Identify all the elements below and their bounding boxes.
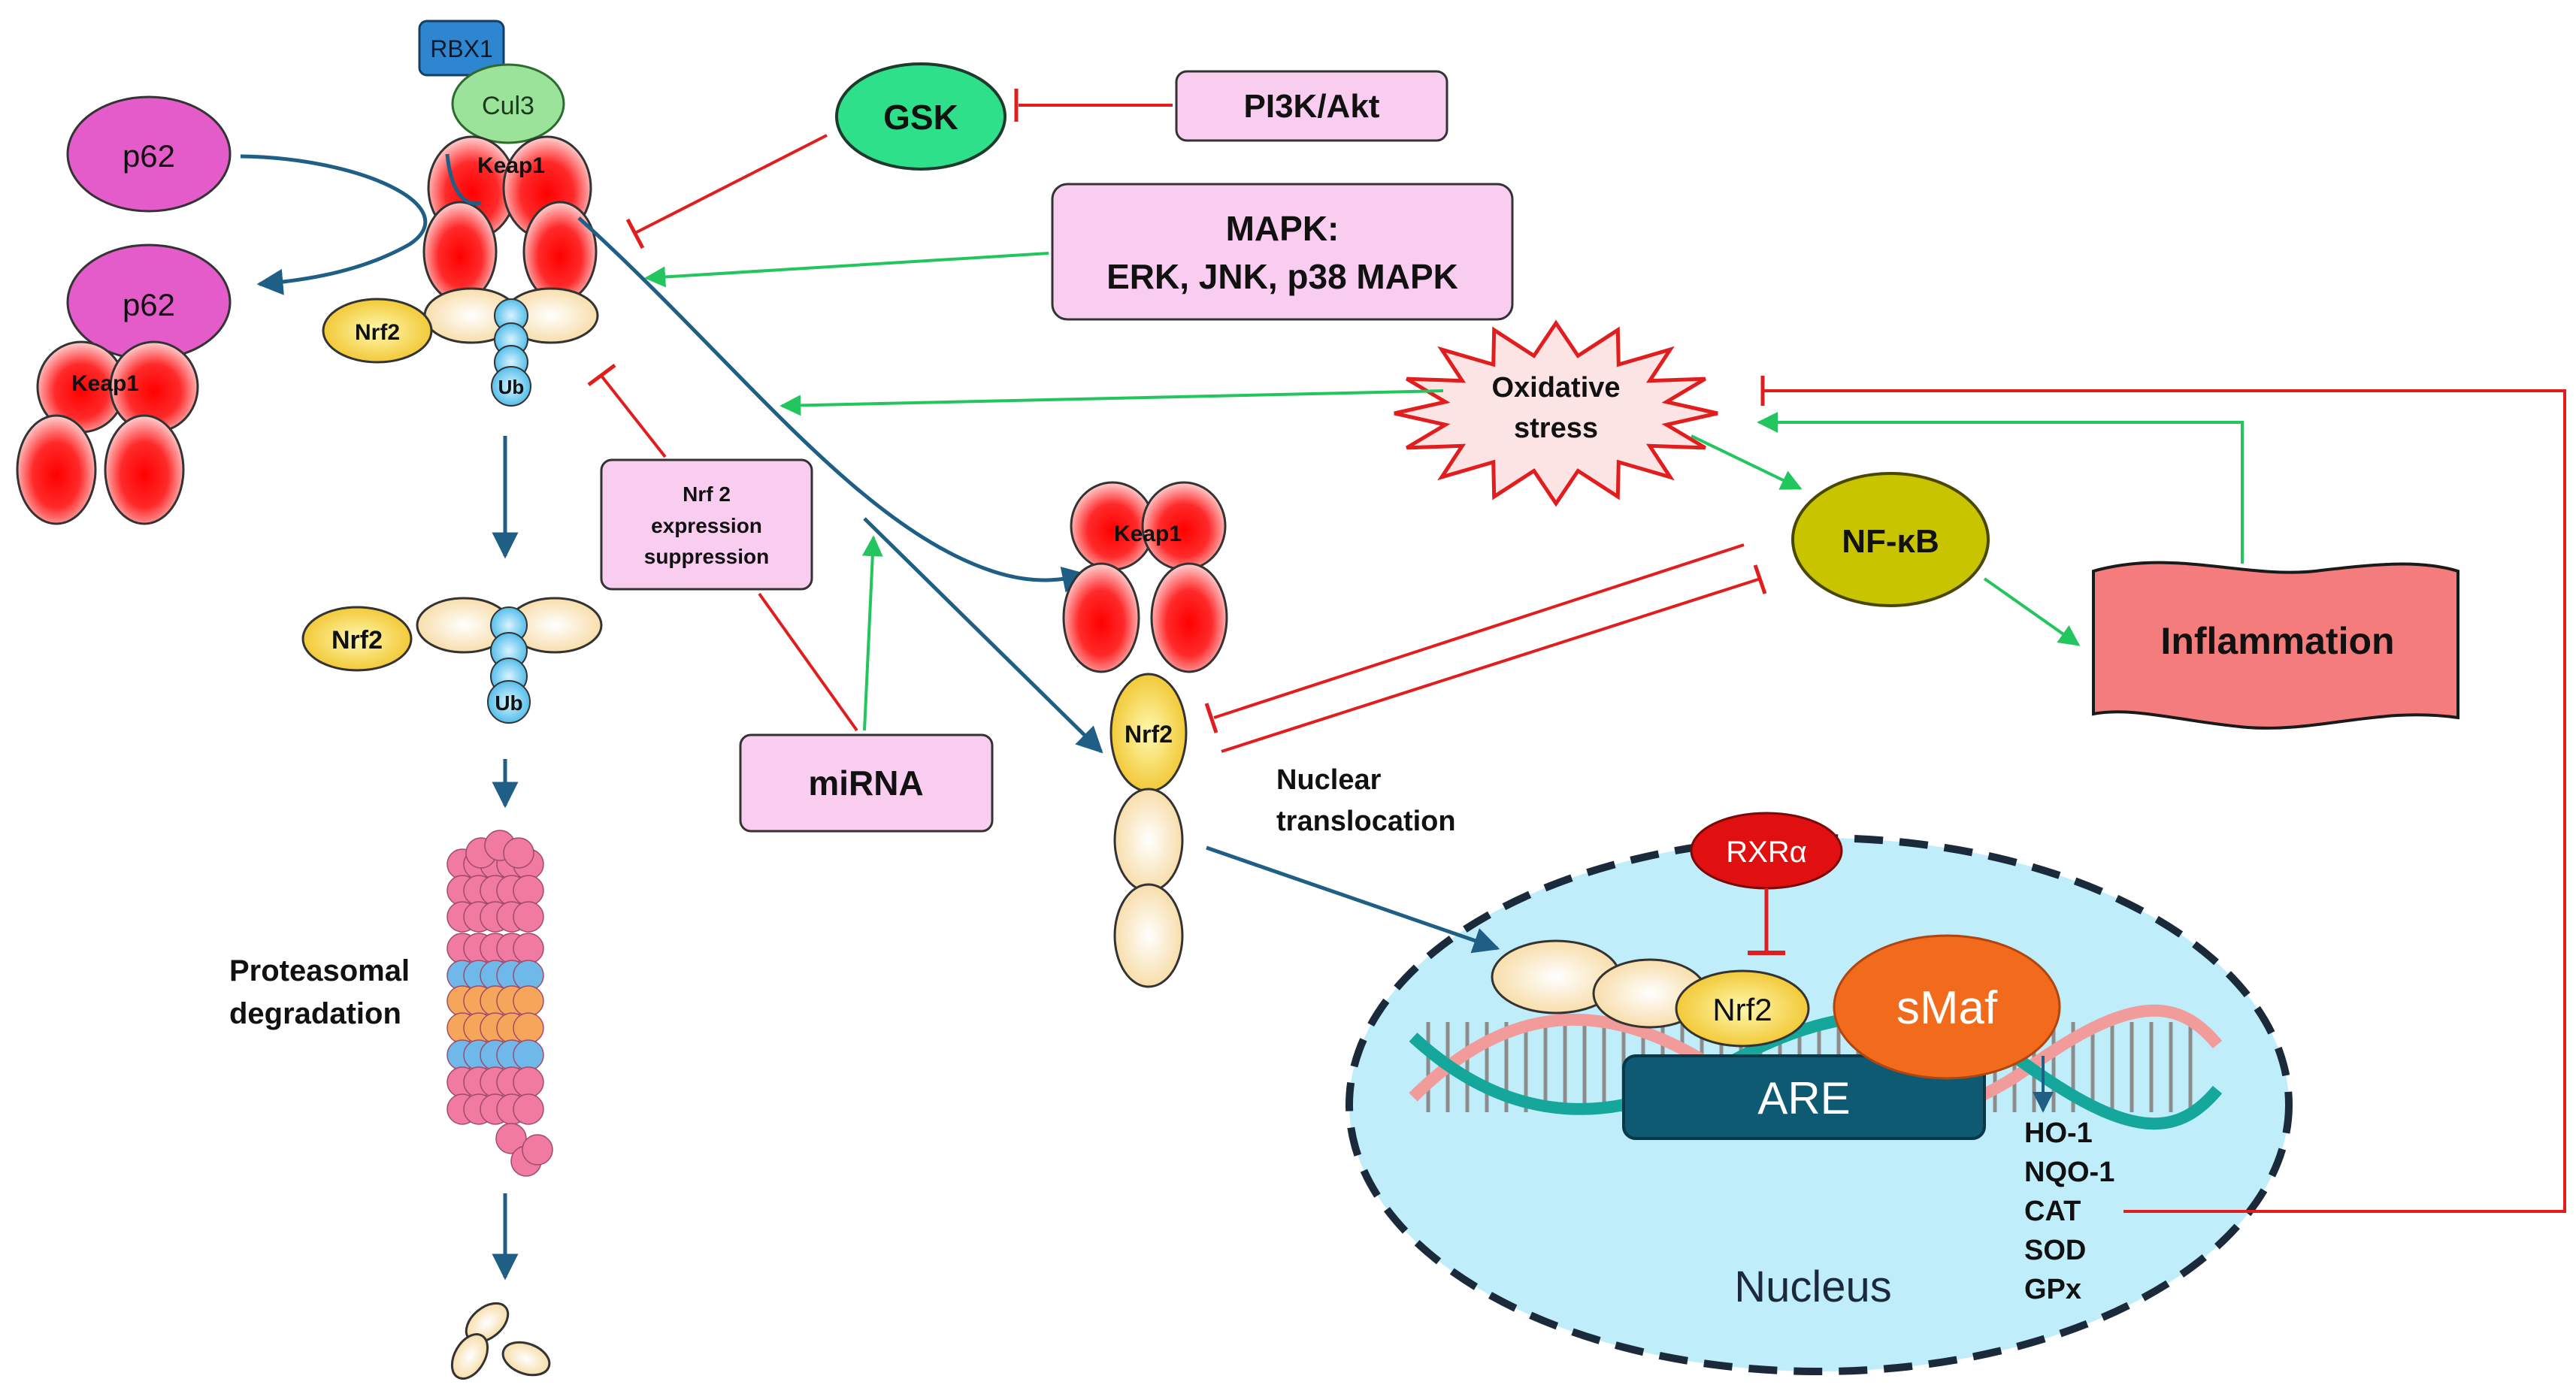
cul3-node: [451, 63, 565, 144]
nrf2-translocating-label: Nrf2: [1125, 721, 1173, 748]
proteasomal-label-line1: Proteasomal: [229, 954, 410, 987]
mirna-to-suppression-line: [758, 592, 858, 732]
rxra-label: RXRα: [1726, 836, 1807, 869]
suppression-line2: expression: [651, 514, 762, 537]
p62-sequestration-arrow: [240, 154, 428, 295]
gene-ho1: HO-1: [2024, 1117, 2093, 1149]
ub-chain-bound: [491, 298, 531, 407]
gsk-label: GSK: [883, 98, 958, 137]
nfkb-inhibits-nrf2-bar: [1204, 703, 1218, 733]
nrf2-free-node: [301, 606, 413, 672]
inflammation-label: Inflammation: [2160, 620, 2394, 662]
are-label: ARE: [1757, 1073, 1850, 1123]
proteasome-subunit: [513, 901, 544, 933]
nuclear-nrf2-label: Nrf2: [1712, 992, 1772, 1027]
keap1-free-complex: [1062, 481, 1228, 673]
rbx1-node: [418, 20, 505, 77]
suppression-inhibits-nrf2-bar: [587, 363, 616, 387]
cul3-label: Cul3: [482, 92, 534, 120]
keap1-release-arrow: [577, 216, 1089, 593]
suppression-line1: Nrf 2: [683, 482, 731, 506]
nrf2-translocating-cream-2: [1113, 883, 1184, 988]
nuclear-translocation-arrow: [1206, 845, 1500, 954]
oxidative-activation-arrow: [779, 389, 1444, 416]
proteasome-subunit: [495, 1123, 527, 1154]
proteasome-subunit: [513, 1066, 544, 1098]
gene-sod: SOD: [2024, 1235, 2086, 1266]
antioxidant-genes-inhibit-oxidative-stress: [1763, 389, 2566, 1213]
proteasome: [446, 830, 553, 1177]
mirna-label: miRNA: [808, 764, 923, 803]
inflammation-box: [2092, 561, 2459, 730]
keap1-bound-complex: [422, 135, 598, 303]
nfkb-label: NF-κB: [1842, 523, 1939, 560]
mapk-label-line1: MAPK:: [1226, 209, 1339, 248]
proteasome-subunit: [513, 1039, 544, 1071]
suppression-line3: suppression: [644, 545, 769, 568]
mirna-box: [739, 733, 994, 833]
keap1-p62-complex: [16, 340, 199, 525]
smaf-node: [1833, 934, 2061, 1080]
nrf2-release-arrow: [863, 517, 1103, 754]
keap1-bound-label: Keap1: [477, 153, 545, 178]
nuclear-translocation-line1: Nuclear: [1276, 764, 1382, 796]
nuclear-translocation-line2: translocation: [1276, 806, 1456, 837]
mapk-label-line2: ERK, JNK, p38 MAPK: [1106, 257, 1458, 296]
p62-node-top: [66, 95, 232, 213]
ub-bound-label: Ub: [498, 376, 525, 398]
gene-cat: CAT: [2024, 1196, 2081, 1227]
oxidative-activates-nfkb-arrow: [1691, 434, 1803, 490]
inflammation-feeds-oxidative-stress: [1757, 412, 2244, 564]
keap1-free-label: Keap1: [1114, 522, 1182, 546]
gene-gpx: GPx: [2024, 1274, 2081, 1305]
proteasome-subunit: [522, 1134, 553, 1166]
oxidative-stress-burst: [1394, 319, 1718, 507]
smaf-label: sMaf: [1896, 982, 1998, 1034]
mapk-box: [1051, 183, 1514, 321]
mapk-activation-arrow: [644, 252, 1049, 288]
peptide-fragments: [450, 1302, 551, 1380]
suppression-inhibits-nrf2-line: [600, 374, 667, 458]
nrf2-suppression-box: [600, 458, 813, 591]
nfkb-activates-inflammation-arrow: [1983, 577, 2081, 646]
nrf2-inhibits-nfkb-line: [1221, 577, 1761, 753]
proteasomal-label-line2: degradation: [229, 997, 401, 1030]
proteasome-subunit: [513, 1093, 544, 1125]
nuclear-nrf2-node: [1675, 969, 1810, 1048]
p62-label-bottom: p62: [123, 287, 175, 322]
target-gene-list: HO-1 NQO-1 CAT SOD GPx: [2024, 1117, 2114, 1305]
proteasome-subunit: [513, 985, 544, 1017]
nrf2-free-label: Nrf2: [331, 626, 383, 655]
gene-nqo1: NQO-1: [2024, 1157, 2114, 1188]
ub-chain-free: [487, 606, 531, 724]
rbx1-label: RBX1: [430, 35, 493, 62]
ub-free-label: Ub: [495, 691, 522, 715]
gsk-node: [835, 62, 1006, 171]
gsk-inhibition-arrow: [634, 134, 828, 234]
proteasome-subunit: [513, 875, 544, 906]
nrf2-translocating-cream-1: [1113, 788, 1184, 893]
nrf2-bound-node: [322, 298, 433, 364]
oxidative-label-line1: Oxidative: [1491, 372, 1620, 404]
are-box: [1622, 1054, 1986, 1140]
proteasome-subunit: [503, 837, 534, 869]
pi3k-akt-box: [1175, 70, 1448, 142]
oxidative-label-line2: stress: [1514, 413, 1598, 444]
gsk-inhibition-bar: [625, 218, 645, 249]
nrf2-bound-label: Nrf2: [355, 320, 400, 345]
nrf2-inhibits-nfkb-bar: [1753, 564, 1767, 594]
nfkb-inhibits-nrf2-line: [1213, 543, 1745, 719]
pi3k-akt-label: PI3K/Akt: [1244, 88, 1380, 125]
proteasome-subunit: [513, 933, 544, 964]
nucleus-label: Nucleus: [1734, 1262, 1892, 1311]
keap1-p62-label: Keap1: [71, 371, 139, 396]
nfkb-node: [1791, 472, 1990, 607]
mirna-activation-arrow: [861, 535, 883, 731]
proteasome-subunit: [513, 1012, 544, 1044]
p62-label-top: p62: [123, 138, 175, 174]
